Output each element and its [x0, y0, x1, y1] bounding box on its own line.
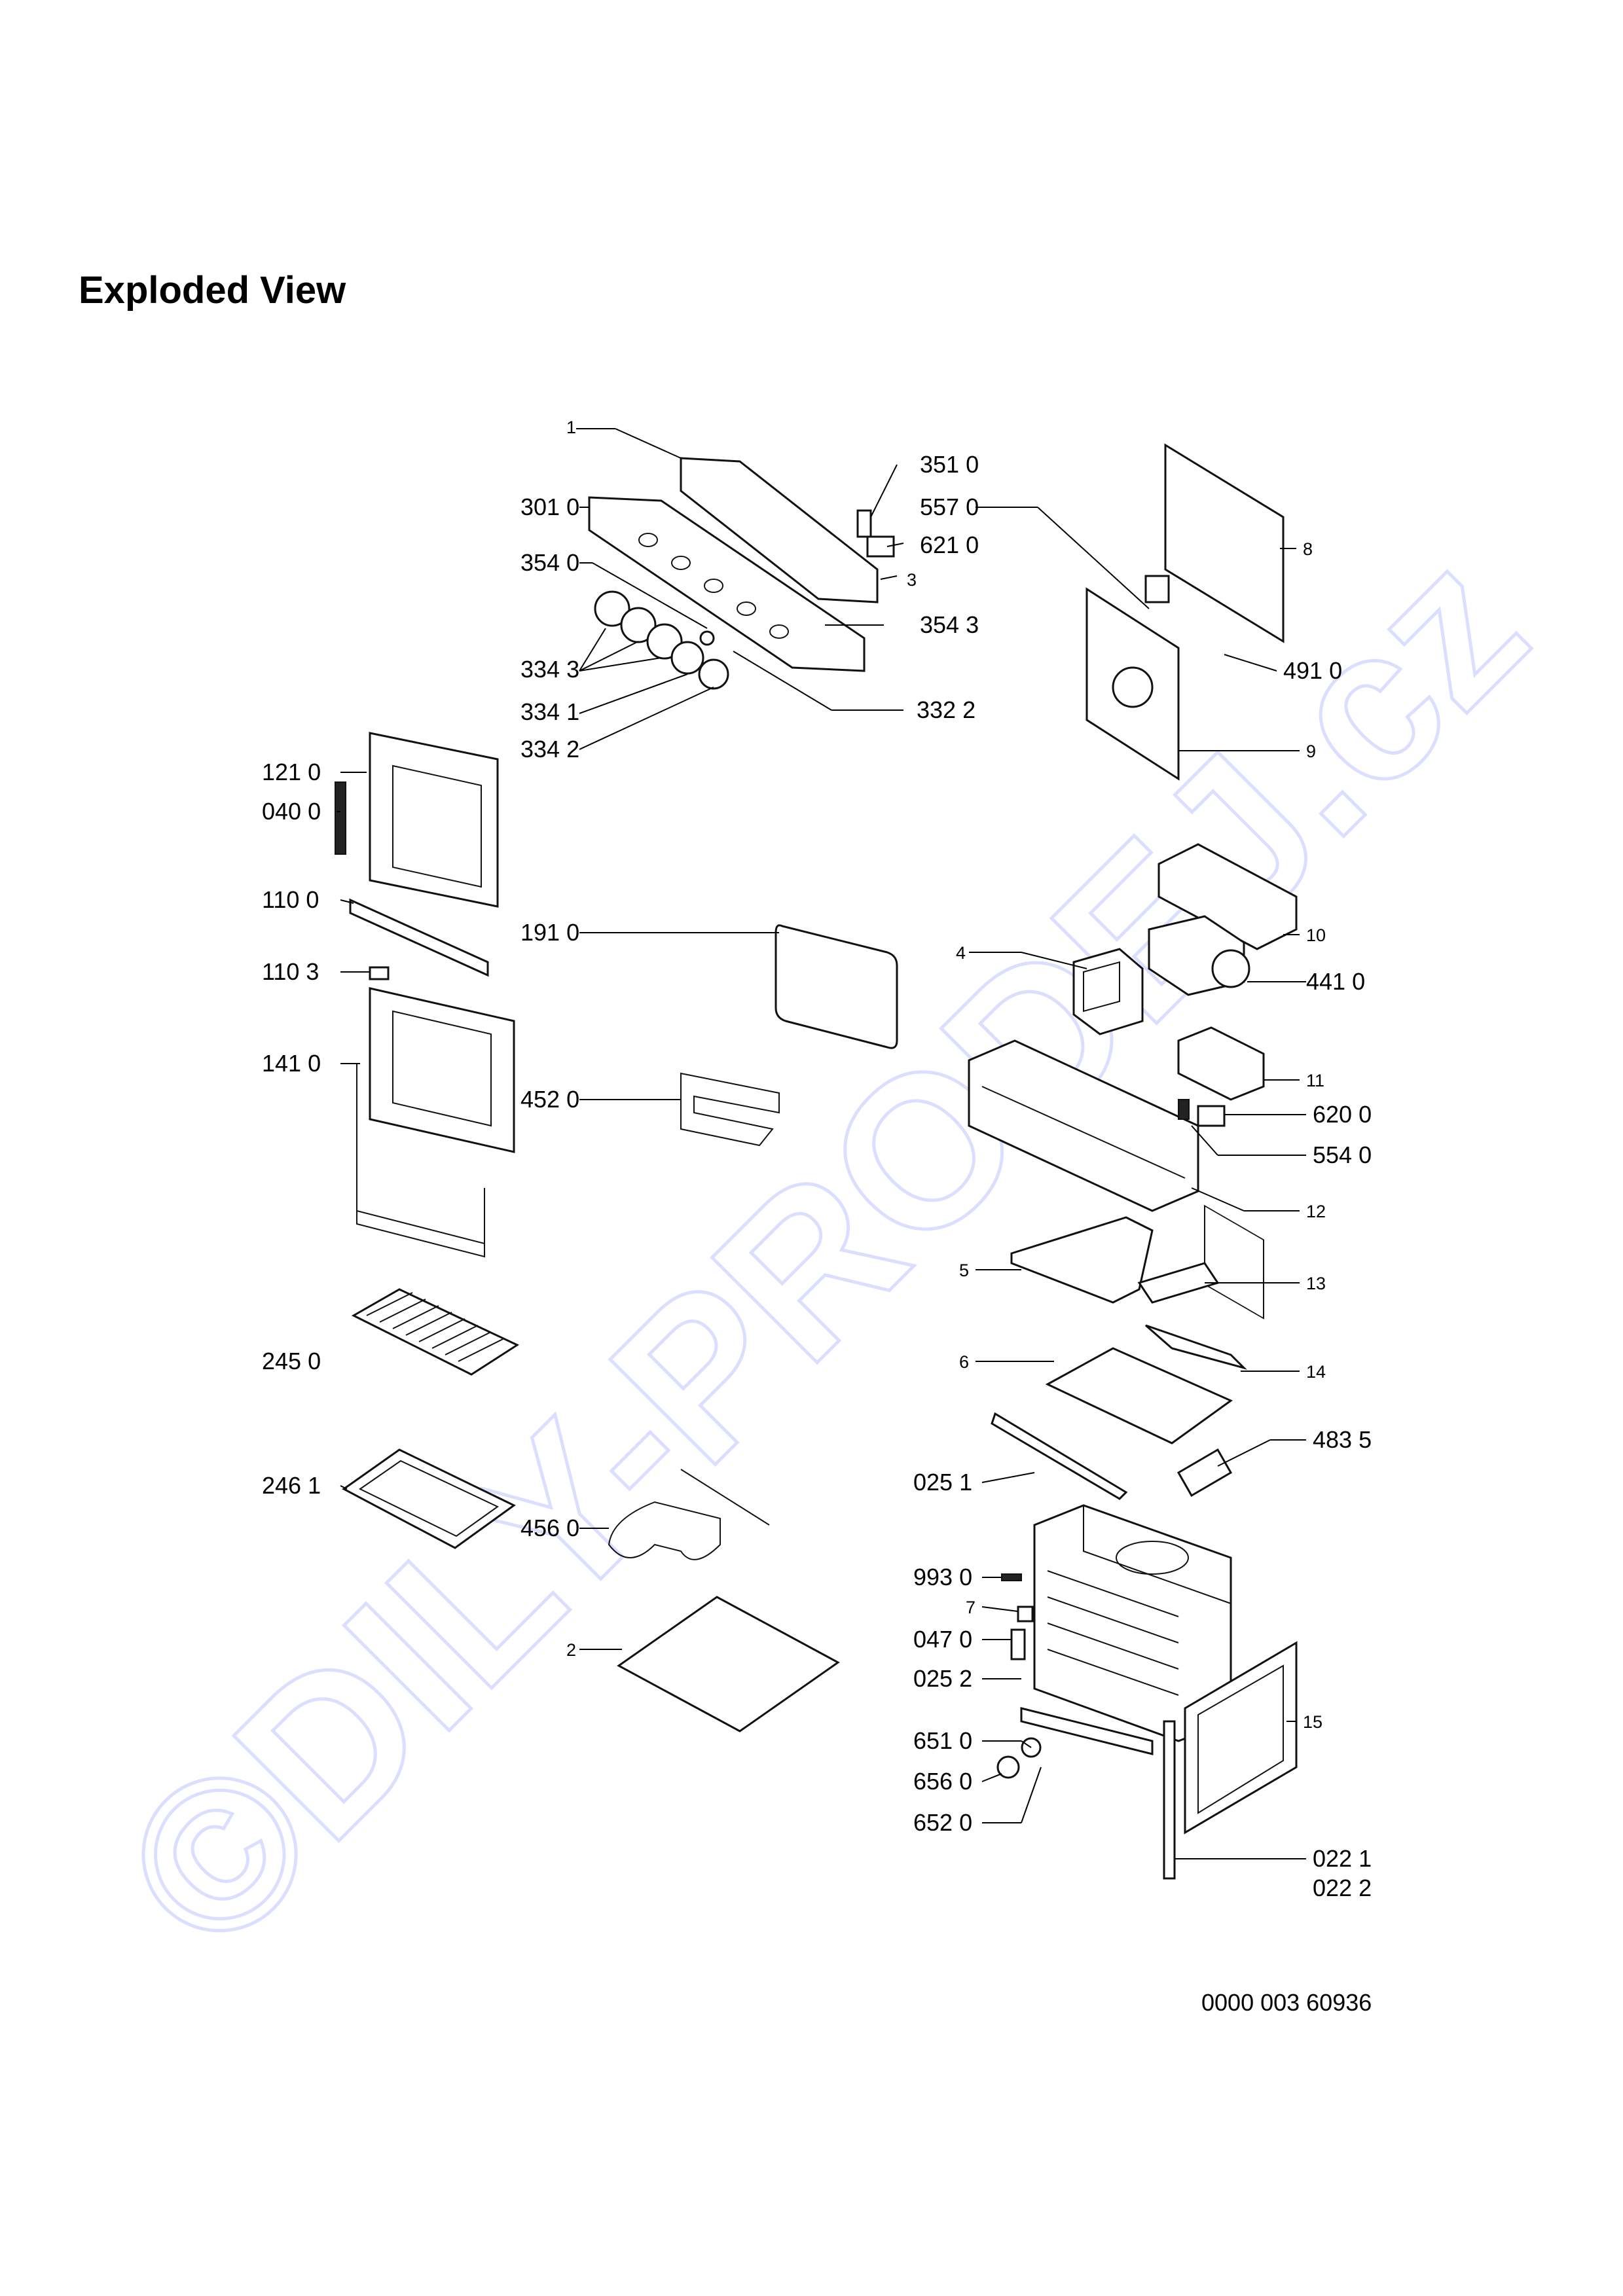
label-9: 9: [1306, 742, 1316, 761]
label-5: 5: [959, 1261, 969, 1280]
label-022-1: 022 1: [1313, 1845, 1372, 1872]
part-labels: 1 351 0 301 0 557 0 621 0 354 0 3 354 3 …: [262, 418, 1372, 2016]
label-332-2: 332 2: [917, 696, 976, 723]
label-8: 8: [1303, 539, 1313, 559]
label-652-0: 652 0: [913, 1809, 972, 1836]
grill-heating-element: [680, 1072, 780, 1147]
label-6: 6: [959, 1352, 969, 1372]
label-047-0: 047 0: [913, 1626, 972, 1653]
label-554-0: 554 0: [1313, 1141, 1372, 1168]
leader-lines: [337, 428, 1306, 1859]
control-panel-group: [588, 457, 895, 690]
lower-heating-element: [608, 1469, 770, 1560]
door-group: [335, 732, 515, 1258]
label-351-0: 351 0: [920, 451, 979, 478]
label-651-0: 651 0: [913, 1727, 972, 1754]
label-11: 11: [1306, 1071, 1324, 1090]
label-354-3: 354 3: [920, 611, 979, 638]
side-panel: [1184, 1641, 1298, 1835]
label-557-0: 557 0: [920, 493, 979, 520]
label-15: 15: [1303, 1712, 1322, 1732]
label-620-0: 620 0: [1313, 1101, 1372, 1128]
bottom-brackets-group: [991, 1216, 1248, 1500]
label-452-0: 452 0: [520, 1086, 579, 1113]
drawing-number: 0000 003 60936: [1201, 1989, 1372, 2016]
label-141-0: 141 0: [262, 1050, 321, 1077]
label-14: 14: [1306, 1362, 1326, 1382]
label-483-5: 483 5: [1313, 1426, 1372, 1453]
label-12: 12: [1306, 1202, 1326, 1221]
label-456-0: 456 0: [520, 1515, 579, 1541]
oven-shelf: [351, 1288, 520, 1376]
label-191-0: 191 0: [520, 919, 579, 946]
door-gasket: [775, 924, 898, 1049]
hinge-bar: [1163, 1720, 1176, 1880]
label-621-0: 621 0: [920, 531, 979, 558]
oven-cavity: [1020, 1504, 1232, 1755]
label-354-0: 354 0: [520, 549, 579, 576]
label-2: 2: [566, 1640, 576, 1660]
label-334-3: 334 3: [520, 656, 579, 683]
label-246-1: 246 1: [262, 1472, 321, 1499]
label-025-1: 025 1: [913, 1469, 972, 1496]
label-656-0: 656 0: [913, 1768, 972, 1795]
cooling-channel-group: [968, 1026, 1265, 1212]
baking-tray: [342, 1448, 516, 1549]
bottom-plate: [617, 1596, 840, 1732]
fan-housing-group: [1072, 843, 1298, 1035]
label-4: 4: [956, 943, 966, 963]
label-334-2: 334 2: [520, 736, 579, 762]
label-441-0: 441 0: [1306, 968, 1365, 995]
label-13: 13: [1306, 1274, 1326, 1293]
label-491-0: 491 0: [1283, 657, 1342, 684]
label-121-0: 121 0: [262, 759, 321, 785]
watermark: ©DILY-PRODEJ.cz: [78, 505, 1570, 1996]
label-334-1: 334 1: [520, 698, 579, 725]
label-7: 7: [966, 1598, 976, 1617]
back-panel-group: [1085, 443, 1285, 1319]
label-040-0: 040 0: [262, 798, 321, 825]
label-3: 3: [907, 570, 917, 590]
label-025-2: 025 2: [913, 1665, 972, 1692]
label-10: 10: [1306, 925, 1326, 945]
label-022-2: 022 2: [1313, 1874, 1372, 1901]
label-993-0: 993 0: [913, 1564, 972, 1590]
page-title: Exploded View: [79, 269, 346, 312]
label-110-0: 110 0: [262, 886, 319, 913]
label-110-3: 110 3: [262, 958, 319, 985]
label-245-0: 245 0: [262, 1348, 321, 1374]
label-301-0: 301 0: [520, 493, 579, 520]
label-1: 1: [566, 418, 576, 437]
